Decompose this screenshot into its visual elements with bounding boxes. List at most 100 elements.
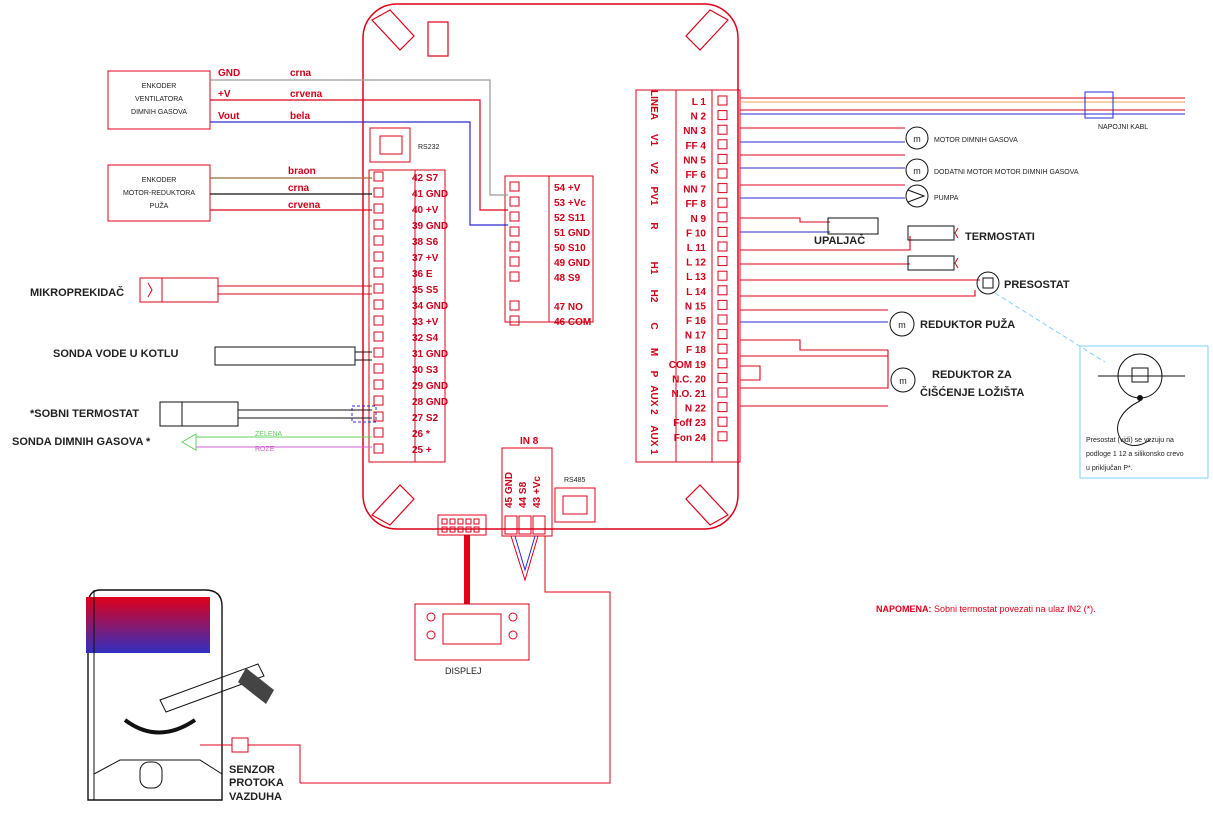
- right-terminal-box: [717, 431, 728, 442]
- napojni-kabl: NAPOJNI KABL: [740, 91, 1185, 131]
- sobni-termostat: *SOBNI TERMOSTAT: [30, 401, 377, 427]
- right-terminal-label: FF 6: [685, 170, 706, 181]
- right-terminal-box: [717, 416, 728, 427]
- center-terminal-box: [509, 300, 520, 311]
- left-terminal-label: 30 S3: [412, 365, 439, 376]
- right-terminal-label: N 22: [685, 404, 707, 415]
- fan-wire-gnd-color: crna: [290, 68, 312, 79]
- center-terminal-box: [509, 241, 520, 252]
- napomena-title: NAPOMENA:: [876, 604, 932, 614]
- left-terminal-label: 41 GND: [412, 189, 448, 200]
- left-terminal-label: 33 +V: [412, 317, 439, 328]
- right-terminal-label: N 17: [685, 331, 707, 342]
- left-terminal-box: [373, 379, 384, 390]
- motor-wire-2: crna: [288, 183, 310, 194]
- encoder-fan-line1: ENKODER: [142, 83, 177, 90]
- encoder-fan: ENKODER VENTILATORA DIMNIH GASOVA GND +V…: [107, 68, 323, 130]
- left-terminal-box: [373, 395, 384, 406]
- upaljac-label: UPALJAČ: [814, 234, 865, 247]
- right-terminal-box: [717, 402, 728, 413]
- center-terminal-label: 48 S9: [554, 273, 581, 284]
- senzor-line1: SENZOR: [229, 764, 275, 776]
- right-terminal-box: [717, 358, 728, 369]
- right-terminal-box: [717, 241, 728, 252]
- displej-label: DISPLEJ: [445, 666, 482, 676]
- right-terminal-box: [717, 168, 728, 179]
- right-terminal-label: NN 3: [683, 126, 706, 137]
- presostat-label: PRESOSTAT: [1004, 279, 1070, 291]
- left-terminal-box: [373, 427, 384, 438]
- left-terminal-label: 36 E: [412, 269, 433, 280]
- rs232-label: RS232: [418, 144, 440, 151]
- upaljac-icon: UPALJAČ: [814, 217, 879, 247]
- right-terminal-box: [717, 110, 728, 121]
- left-terminal-label: 28 GND: [412, 397, 448, 408]
- in8-pin-label: 44 S8: [518, 481, 529, 508]
- napojni-label: NAPOJNI KABL: [1098, 124, 1148, 131]
- center-terminal-label: 52 S11: [554, 213, 586, 224]
- mikroprekidac-label: MIKROPREKIDAČ: [30, 286, 124, 299]
- left-terminal-label: 34 GND: [412, 301, 448, 312]
- left-terminal-box: [373, 331, 384, 342]
- center-terminal-box: [509, 256, 520, 267]
- right-terminal-box: [717, 387, 728, 398]
- left-terminal-label: 38 S6: [412, 237, 439, 248]
- right-terminal-box: [717, 270, 728, 281]
- right-group-label: H1: [648, 262, 659, 275]
- in8-header: IN 8: [520, 436, 539, 447]
- controller-board: RS232 RS485: [362, 3, 739, 530]
- right-terminal-label: N 2: [690, 112, 706, 123]
- reduktor-puza-label: REDUKTOR PUŽA: [920, 318, 1015, 331]
- left-terminal-box: [373, 283, 384, 294]
- motor-dimnih-label: MOTOR DIMNIH GASOVA: [934, 137, 1018, 144]
- right-group-label: PV1: [648, 187, 659, 206]
- svg-text:m: m: [898, 320, 906, 330]
- right-terminal-box: [717, 197, 728, 208]
- center-terminal-box: [509, 226, 520, 237]
- left-terminal-label: 27 S2: [412, 413, 439, 424]
- right-terminal-box: [717, 256, 728, 267]
- right-terminal-label: L 13: [686, 272, 706, 283]
- right-terminal-box: [717, 314, 728, 325]
- right-wires: [740, 127, 980, 407]
- right-terminal-box: [717, 343, 728, 354]
- svg-text:m: m: [899, 376, 907, 386]
- right-terminal-box: [717, 329, 728, 340]
- senzor-line3: VAZDUHA: [229, 791, 282, 803]
- right-terminal-label: COM 19: [669, 360, 707, 371]
- left-terminal-box: [373, 171, 384, 182]
- display-header: [437, 514, 487, 536]
- in8-pin-label: 45 GND: [504, 472, 515, 508]
- right-terminal-box: [717, 299, 728, 310]
- dodatni-motor-label: DODATNI MOTOR MOTOR DIMNIH GASOVA: [934, 169, 1079, 176]
- motor-dimnih-icon: m MOTOR DIMNIH GASOVA: [905, 126, 1018, 150]
- right-terminal-label: L 1: [692, 97, 707, 108]
- center-terminal-label: 53 +Vc: [554, 198, 586, 209]
- center-terminal-box: [509, 211, 520, 222]
- right-terminal-label: L 12: [686, 258, 706, 269]
- rs485-connector: RS485: [554, 477, 596, 523]
- left-terminal-label: 42 S7: [412, 173, 439, 184]
- right-terminal-box: [717, 226, 728, 237]
- senzor-line2: PROTOKA: [229, 777, 284, 789]
- right-terminal-box: [717, 212, 728, 223]
- pumpa-icon: PUMPA: [905, 184, 959, 208]
- right-group-label: LINEA: [648, 90, 659, 120]
- right-terminal-label: FF 4: [685, 141, 706, 152]
- reduktor-ciscenje-line2: ČIŠĆENJE LOŽIŠTA: [920, 386, 1024, 399]
- left-terminal-box: [373, 443, 384, 454]
- right-terminal-box: [717, 183, 728, 194]
- encoder-motor: ENKODER MOTOR-REDUKTORA PUŽA braon crna …: [107, 164, 321, 222]
- encoder-motor-line2: MOTOR-REDUKTORA: [123, 190, 195, 197]
- left-terminal-label: 32 S4: [412, 333, 439, 344]
- right-terminal-box: [717, 139, 728, 150]
- right-terminal-label: FF 8: [685, 199, 706, 210]
- right-group-label: M: [648, 348, 659, 356]
- right-terminal-box: [717, 95, 728, 106]
- right-terminal-labels: L 1N 2NN 3FF 4NN 5FF 6NN 7FF 8N 9F 10L 1…: [669, 95, 728, 444]
- termostati-label: TERMOSTATI: [965, 231, 1035, 243]
- rs485-label: RS485: [564, 477, 586, 484]
- left-terminal-label: 35 S5: [412, 285, 439, 296]
